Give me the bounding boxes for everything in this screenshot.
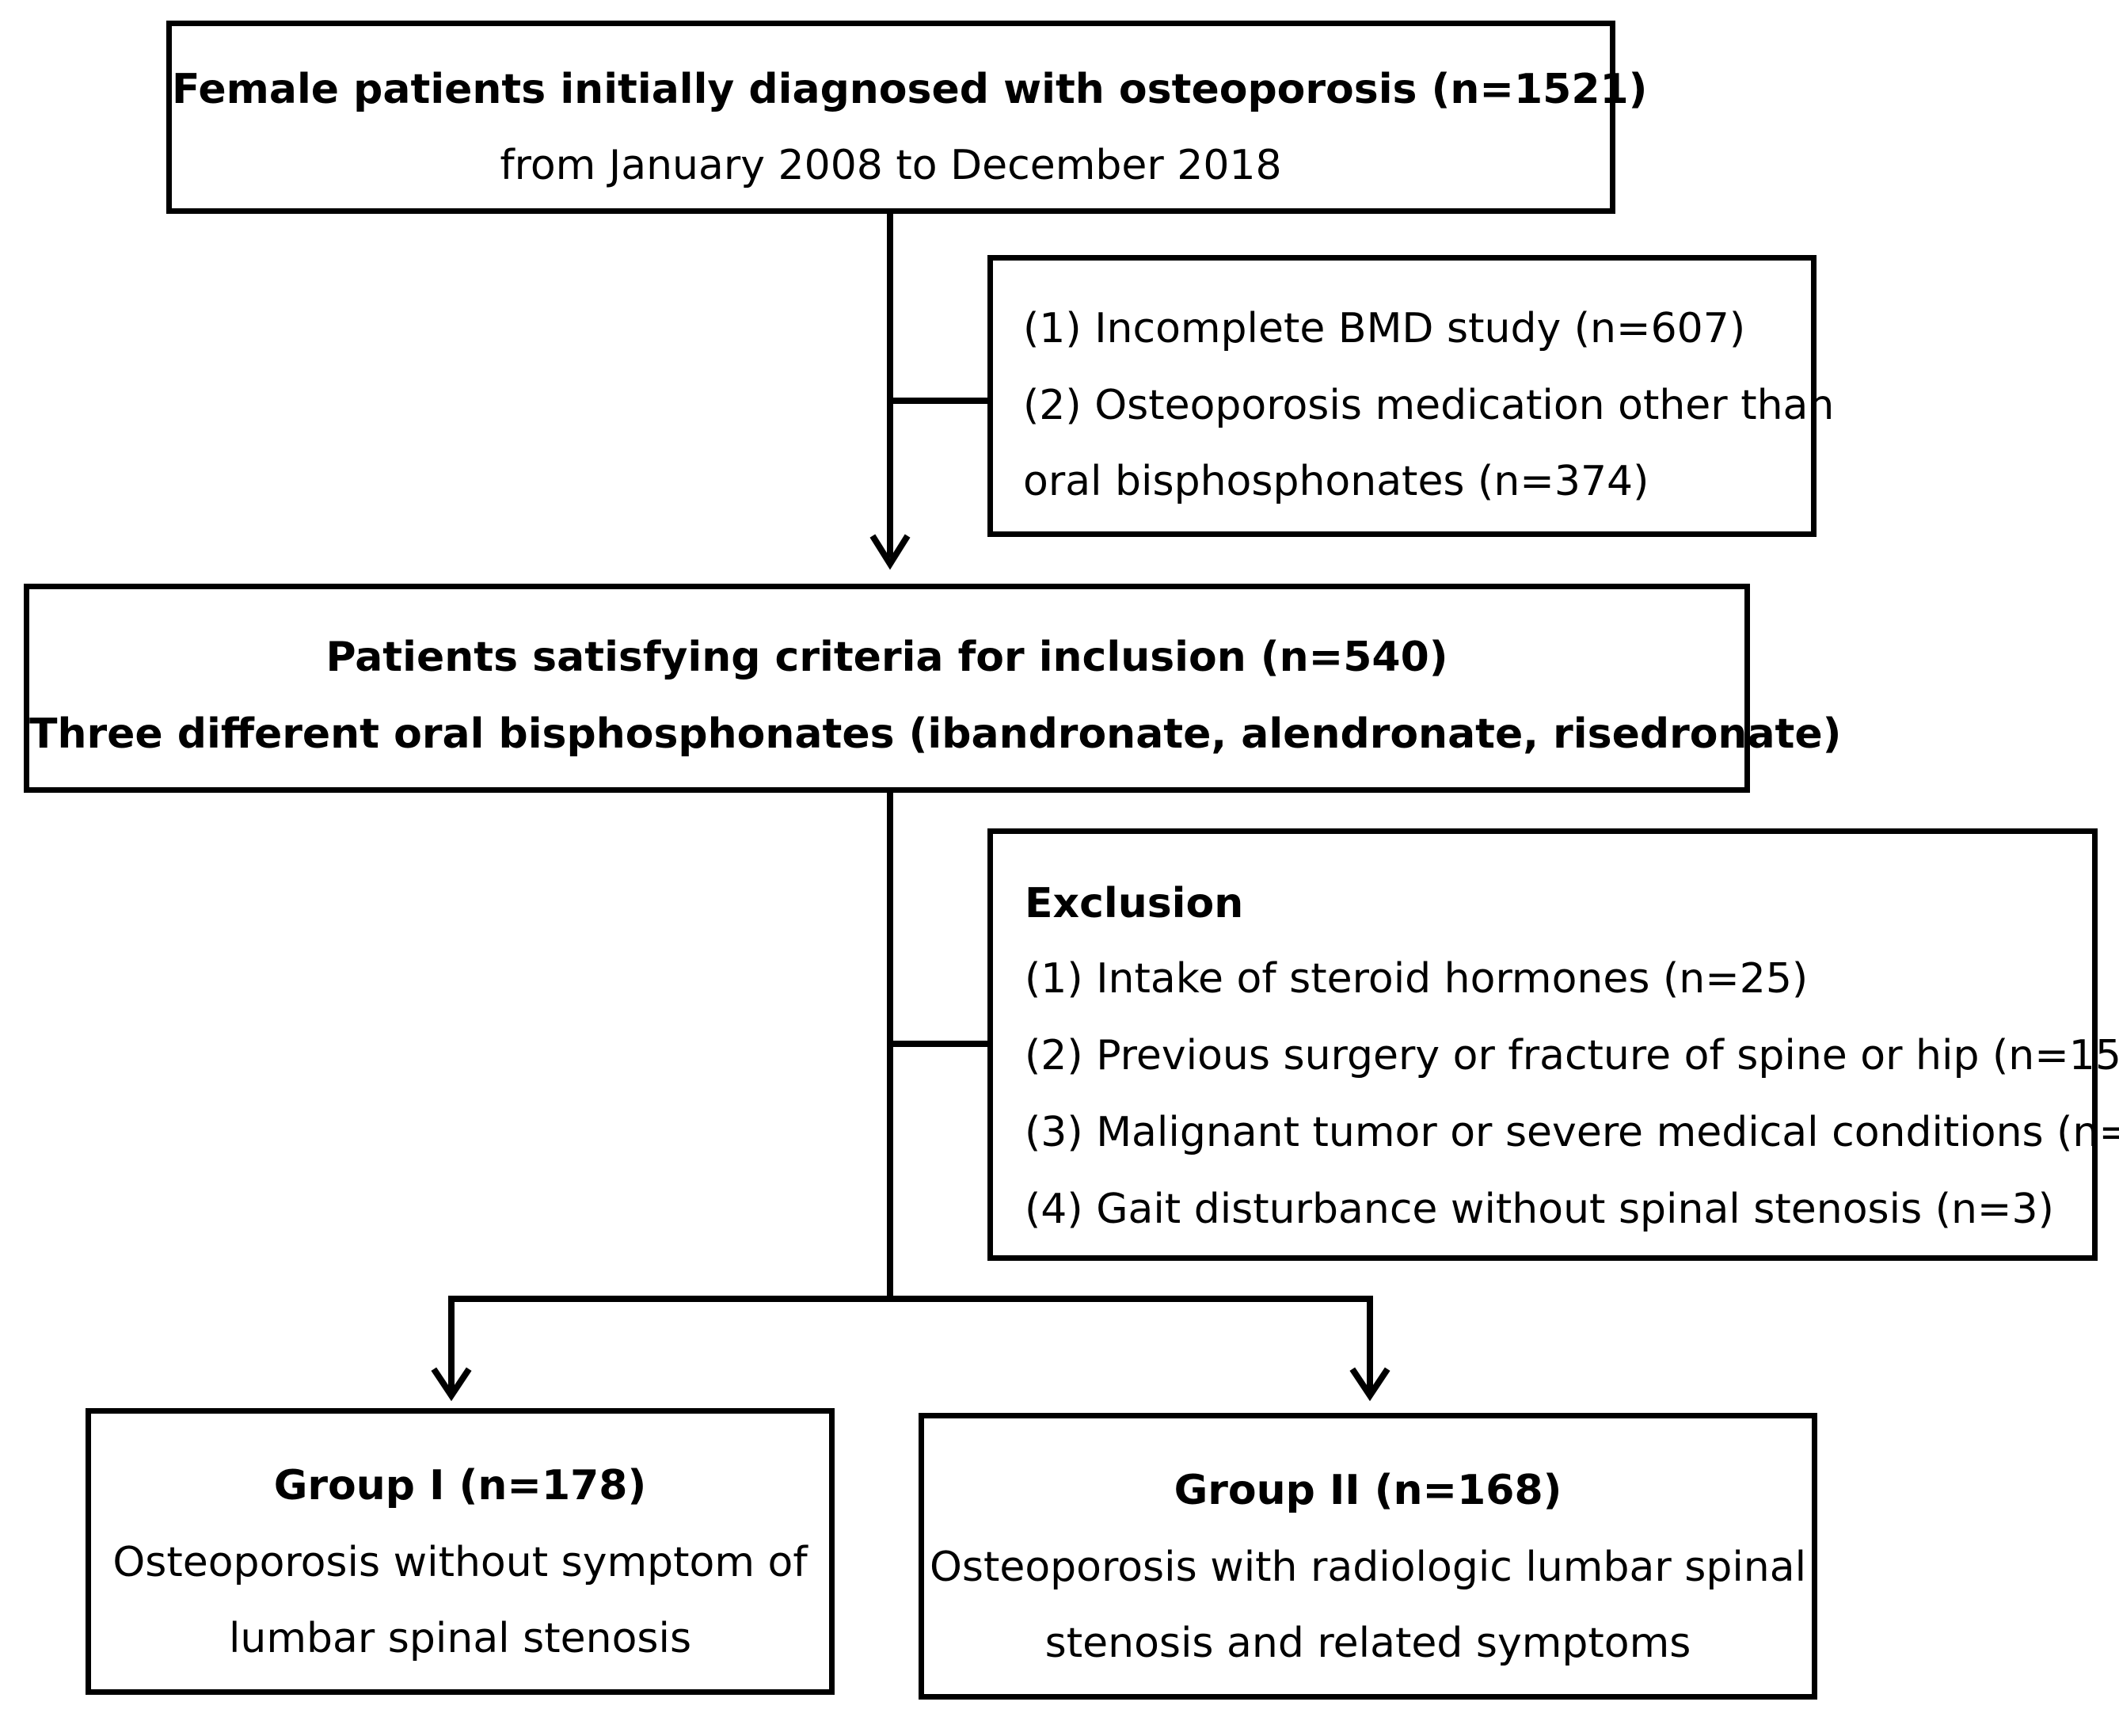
exclusion2-item-4: (4) Gait disturbance without spinal sten… bbox=[1025, 1186, 2054, 1233]
exclusion2-item-1: (1) Intake of steroid hormones (n=25) bbox=[1025, 955, 1809, 1003]
exclusion2-item-3: (3) Malignant tumor or severe medical co… bbox=[1025, 1109, 2119, 1156]
top-box-subtitle: from January 2008 to December 2018 bbox=[500, 142, 1282, 189]
group1-line-1: Osteoporosis without symptom of bbox=[112, 1539, 808, 1586]
exclusion1-item-1: (1) Incomplete BMD study (n=607) bbox=[1023, 305, 1746, 352]
top-box-title: Female patients initially diagnosed with… bbox=[172, 66, 1648, 113]
exclusion2-heading: Exclusion bbox=[1025, 880, 1244, 927]
exclusion-box-1: (1) Incomplete BMD study (n=607) (2) Ost… bbox=[987, 255, 1834, 537]
top-box: Female patients initially diagnosed with… bbox=[166, 21, 1648, 214]
arrowhead-group2 bbox=[1349, 1367, 1390, 1402]
inclusion-box-title: Patients satisfying criteria for inclusi… bbox=[325, 634, 1448, 681]
exclusion1-item-2: (2) Osteoporosis medication other than bbox=[1023, 382, 1835, 429]
group1-line-2: lumbar spinal stenosis bbox=[228, 1615, 692, 1662]
exclusion2-item-2: (2) Previous surgery or fracture of spin… bbox=[1025, 1032, 2119, 1079]
exclusion-box-2: Exclusion (1) Intake of steroid hormones… bbox=[987, 828, 2119, 1261]
group2-line-2: stenosis and related symptoms bbox=[1044, 1620, 1691, 1667]
group2-title: Group II (n=168) bbox=[1174, 1467, 1562, 1514]
group2-line-1: Osteoporosis with radiologic lumbar spin… bbox=[929, 1544, 1807, 1591]
group1-box: Group I (n=178) Osteoporosis without sym… bbox=[86, 1408, 835, 1695]
arrowhead-inclusion bbox=[869, 534, 911, 570]
arrowhead-group1 bbox=[431, 1367, 472, 1402]
inclusion-box-subtitle: Three different oral bisphosphonates (ib… bbox=[29, 710, 1842, 758]
group2-box: Group II (n=168) Osteoporosis with radio… bbox=[919, 1413, 1817, 1700]
exclusion1-item-3: oral bisphosphonates (n=374) bbox=[1023, 458, 1649, 505]
inclusion-box: Patients satisfying criteria for inclusi… bbox=[24, 584, 1842, 793]
group1-title: Group I (n=178) bbox=[273, 1462, 647, 1509]
